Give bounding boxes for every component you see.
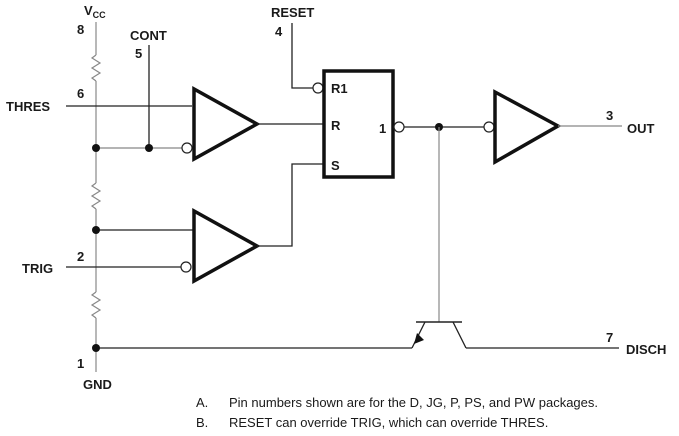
thres-pin-number: 6 bbox=[77, 86, 84, 101]
out-pin-number: 3 bbox=[606, 108, 613, 123]
reset-wire bbox=[291, 23, 313, 89]
trig-pin-number: 2 bbox=[77, 249, 84, 264]
reset-pin-number: 4 bbox=[275, 24, 283, 39]
resistor-middle bbox=[90, 182, 102, 210]
discharge-transistor bbox=[411, 321, 467, 349]
out-label: OUT bbox=[627, 121, 655, 136]
note-a-text: Pin numbers shown are for the D, JG, P, … bbox=[229, 395, 598, 410]
trig-label: TRIG bbox=[22, 261, 53, 276]
flipflop-input-r: R bbox=[331, 118, 341, 133]
thres-label: THRES bbox=[6, 99, 50, 114]
vcc-label: VCC bbox=[84, 3, 106, 20]
junction-dot bbox=[145, 144, 153, 152]
comparator2-inverting-bubble bbox=[180, 261, 192, 273]
reset-label: RESET bbox=[271, 5, 314, 20]
vcc-pin-number: 8 bbox=[77, 22, 84, 37]
note-b-marker: B. bbox=[196, 415, 208, 430]
cont-label: CONT bbox=[130, 28, 167, 43]
divider-rail bbox=[90, 22, 102, 372]
emitter-arrow-icon bbox=[414, 333, 424, 344]
flipflop-input-r1: R1 bbox=[331, 81, 348, 96]
gnd-label: GND bbox=[83, 377, 112, 392]
trigger-comparator bbox=[192, 208, 261, 284]
resistor-top bbox=[90, 54, 102, 82]
sr-flipflop bbox=[322, 69, 395, 179]
reset-inverting-bubble bbox=[312, 82, 324, 94]
note-a-marker: A. bbox=[196, 395, 208, 410]
comparator1-inverting-bubble bbox=[181, 142, 193, 154]
junction-dot bbox=[92, 144, 100, 152]
output-buffer bbox=[493, 89, 562, 166]
comparator2-output-wire bbox=[257, 163, 323, 247]
flipflop-input-s: S bbox=[331, 158, 340, 173]
junction-dot bbox=[92, 226, 100, 234]
flipflop-output-label: 1 bbox=[379, 121, 386, 136]
disch-pin-number: 7 bbox=[606, 330, 613, 345]
threshold-comparator bbox=[192, 86, 261, 162]
gnd-pin-number: 1 bbox=[77, 356, 84, 371]
note-b-text: RESET can override TRIG, which can overr… bbox=[229, 415, 548, 430]
cont-pin-number: 5 bbox=[135, 46, 142, 61]
buffer-inverting-bubble bbox=[483, 121, 495, 133]
disch-label: DISCH bbox=[626, 342, 666, 357]
junction-dot bbox=[92, 344, 100, 352]
flipflop-output-bubble bbox=[393, 121, 405, 133]
resistor-bottom bbox=[90, 291, 102, 319]
